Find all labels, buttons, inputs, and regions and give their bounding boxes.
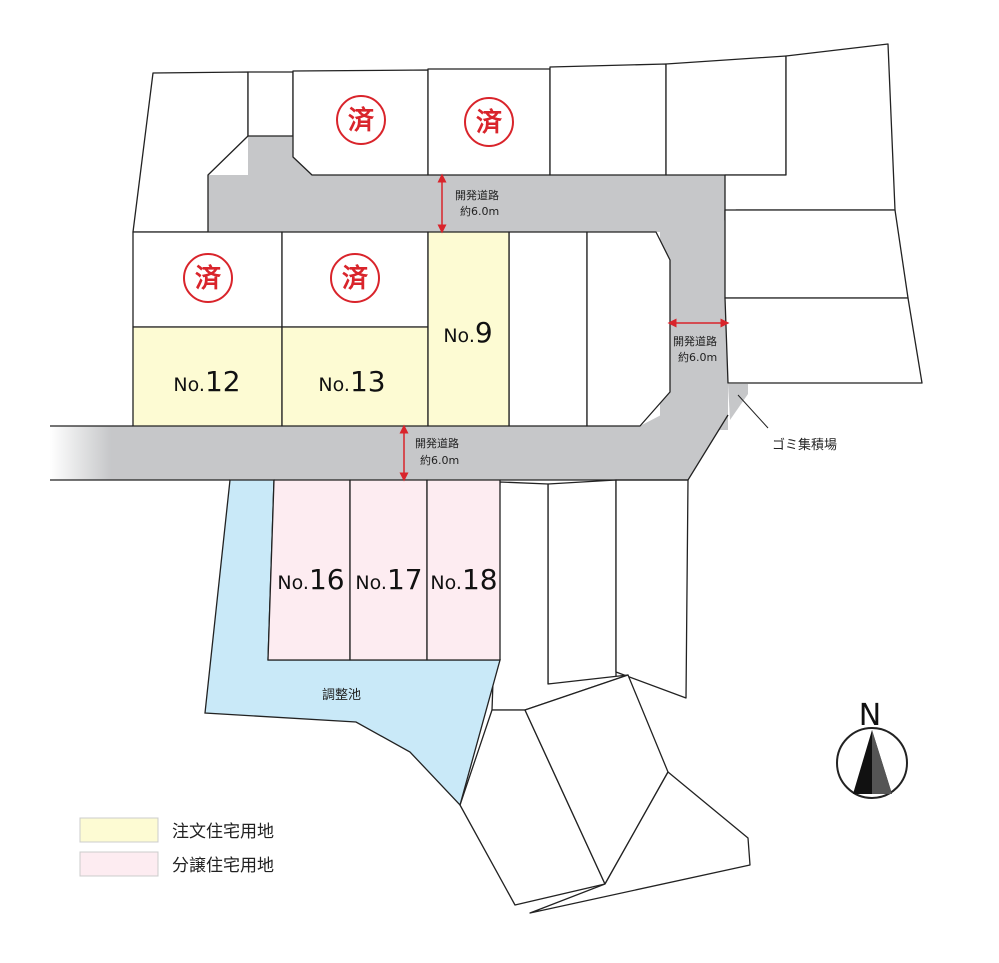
lot-east-1: [724, 209, 909, 299]
lot-label-13: No.13: [318, 365, 385, 398]
svg-text:済: 済: [476, 107, 503, 138]
lot-top-4: [665, 55, 787, 176]
sold-mark: 済: [330, 253, 380, 303]
legend-swatch-custom: [79, 817, 159, 843]
svg-text:開発道路: 開発道路: [415, 436, 459, 450]
legend-label-subdivided: 分譲住宅用地: [172, 856, 274, 876]
lot-sw-1: [459, 709, 606, 906]
svg-text:開発道路: 開発道路: [455, 188, 499, 202]
sold-mark: 済: [464, 97, 514, 147]
lot-east-2: [724, 297, 923, 384]
lot-no-18[interactable]: [426, 479, 501, 661]
lot-south-2: [615, 479, 689, 699]
svg-text:約6.0m: 約6.0m: [678, 350, 717, 364]
garbage-station-area: [728, 384, 748, 420]
road-dimension-east: 開発道路 約6.0m: [667, 318, 730, 364]
subdivided-home-lots: [267, 479, 501, 661]
lot-label-16: No.16: [277, 563, 344, 596]
lot-label-9: No.9: [443, 316, 492, 349]
lot-label-17: No.17: [355, 563, 422, 596]
svg-text:済: 済: [195, 263, 222, 294]
lot-sw-3: [529, 771, 751, 914]
svg-text:開発道路: 開発道路: [673, 334, 717, 348]
lot-mid-1: [508, 231, 588, 427]
lot-no-13[interactable]: [281, 326, 429, 427]
garbage-station-label: ゴミ集積場: [772, 437, 837, 453]
lot-no-17[interactable]: [349, 479, 428, 661]
svg-text:約6.0m: 約6.0m: [460, 204, 499, 218]
legend-swatch-subdivided: [79, 851, 159, 877]
lot-no-12[interactable]: [132, 326, 283, 427]
lot-no-9[interactable]: [427, 231, 510, 427]
sold-mark: 済: [183, 253, 233, 303]
lot-top-3: [549, 63, 667, 176]
pond-label: 調整池: [322, 688, 361, 703]
top-road: [208, 136, 725, 232]
sold-mark: 済: [336, 95, 386, 145]
garbage-leader-line: [737, 394, 769, 429]
legend: 注文住宅用地 分譲住宅用地: [79, 817, 274, 877]
road-dimension-main: 開発道路 約6.0m: [399, 424, 459, 482]
svg-text:約6.0m: 約6.0m: [420, 453, 459, 467]
north-arrow: N: [836, 698, 908, 799]
legend-label-custom: 注文住宅用地: [172, 822, 274, 842]
svg-text:済: 済: [348, 105, 375, 136]
custom-home-lots: [132, 231, 510, 427]
road-edges: [50, 414, 729, 481]
lot-narrow-gap: [247, 71, 294, 137]
main-road: [50, 380, 728, 480]
road-network: [50, 136, 748, 480]
lot-label-12: No.12: [173, 365, 240, 398]
lot-south-1: [547, 479, 617, 685]
lot-mid-2: [586, 231, 671, 427]
road-dimension-top: 開発道路 約6.0m: [437, 173, 499, 234]
svg-text:済: 済: [342, 263, 369, 294]
lot-label-18: No.18: [430, 563, 497, 596]
north-label: N: [859, 698, 881, 733]
